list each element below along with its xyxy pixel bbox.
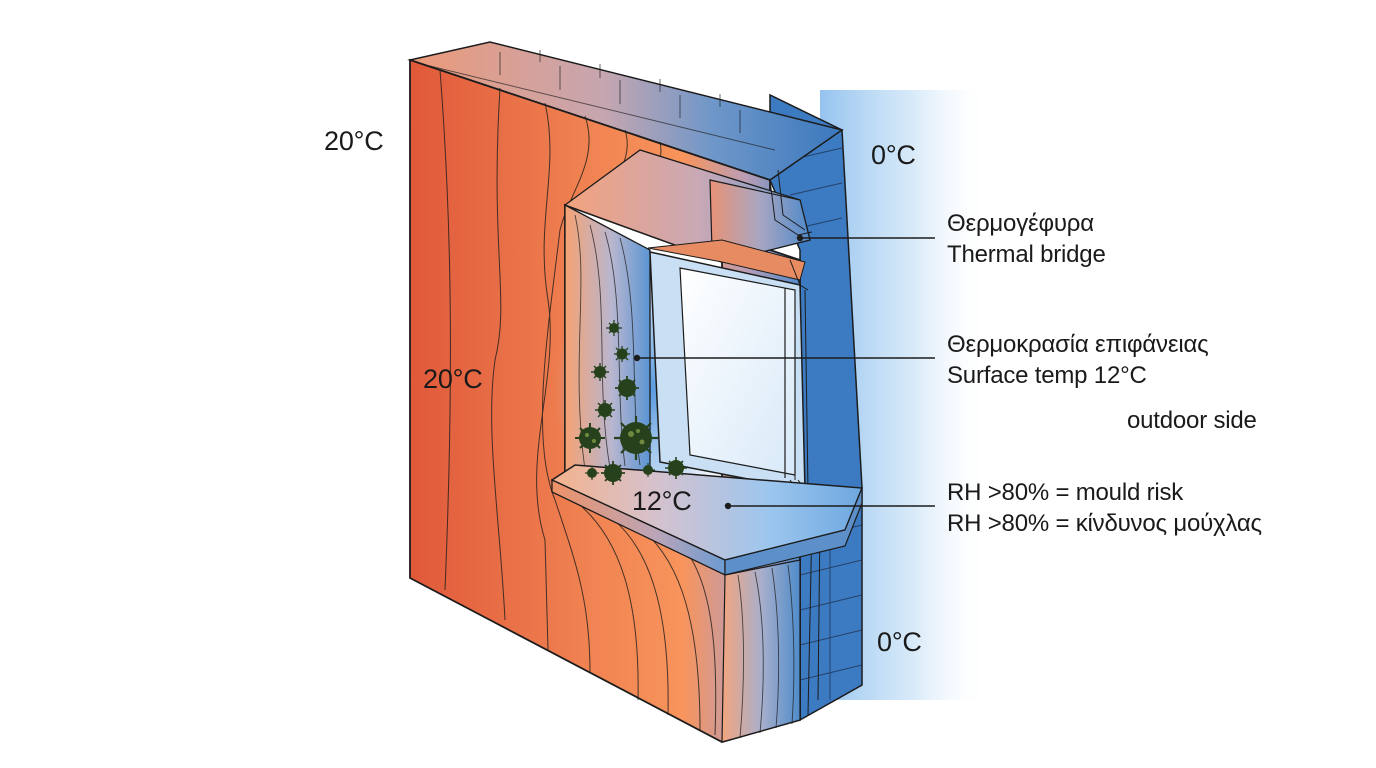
mould-risk-callout: RH >80% = mould risk RH >80% = κίνδυνος … xyxy=(947,477,1262,539)
mould-spore-icon xyxy=(614,346,630,362)
mould-spore-icon xyxy=(665,457,687,479)
mould-spore-icon xyxy=(606,320,622,336)
surface-temp-callout: Θερμοκρασία επιφάνειας Surface temp 12°C xyxy=(947,329,1209,391)
mould-spores xyxy=(575,320,687,485)
thermal-bridge-callout: Θερμογέφυρα Thermal bridge xyxy=(947,208,1106,270)
indoor-temp-label: 20°C xyxy=(324,126,384,156)
thermal-bridge-greek: Θερμογέφυρα xyxy=(947,210,1094,237)
surface-temp-greek: Θερμοκρασία επιφάνειας xyxy=(947,331,1209,358)
outdoor-temp-top-label: 0°C xyxy=(871,140,916,170)
surface-temp-english: Surface temp 12°C xyxy=(947,362,1147,389)
mould-spore-icon xyxy=(641,463,655,477)
sill-temp-label: 12°C xyxy=(632,486,692,516)
lintel-front xyxy=(709,179,811,263)
leader-lines xyxy=(637,237,935,507)
wall-temp-label: 20°C xyxy=(423,364,483,394)
mould-spore-icon xyxy=(575,423,605,453)
mould-spore-icon xyxy=(601,461,625,485)
outdoor-side-label: outdoor side xyxy=(1127,407,1257,434)
thermal-bridge-english: Thermal bridge xyxy=(947,241,1106,268)
mould-spore-icon xyxy=(585,466,599,480)
top-block-lines xyxy=(429,50,776,151)
mould-spore-icon xyxy=(591,363,609,381)
window-glass xyxy=(679,267,796,476)
mould-spore-icon xyxy=(615,376,639,400)
mould-spore-icon xyxy=(614,416,658,460)
outdoor-temp-bottom-label: 0°C xyxy=(877,627,922,657)
mould-spore-icon xyxy=(595,400,615,420)
mould-risk-greek: RH >80% = κίνδυνος μούχλας xyxy=(947,510,1262,537)
wall-below-sill xyxy=(721,559,801,743)
lower-isotherms xyxy=(737,564,795,739)
mould-risk-english: RH >80% = mould risk xyxy=(947,479,1184,506)
lintel-soffit xyxy=(647,239,806,281)
